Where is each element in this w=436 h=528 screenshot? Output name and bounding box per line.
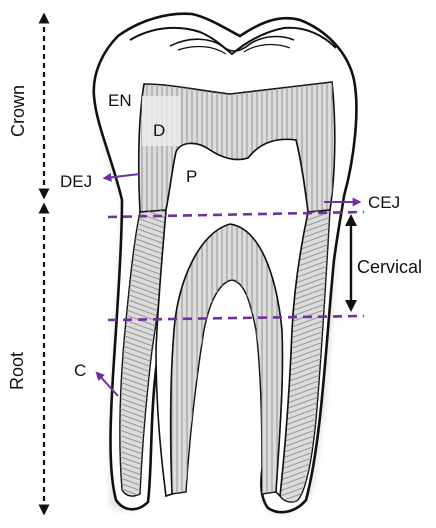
cervical-label: Cervical <box>357 258 422 276</box>
cej-label: CEJ <box>368 194 400 211</box>
crown-label: Crown <box>9 85 27 137</box>
root-label: Root <box>8 352 26 390</box>
enamel-label: EN <box>108 92 132 109</box>
dej-label: DEJ <box>60 173 92 190</box>
cementum-label: C <box>74 362 86 379</box>
dentin-label: D <box>153 122 165 139</box>
pulp-label: P <box>186 168 197 185</box>
